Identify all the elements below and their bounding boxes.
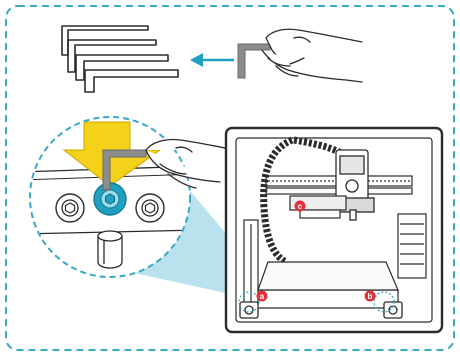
bushing-icon [98,231,122,268]
arrow-left-icon [190,53,234,67]
callout-b: b [365,291,376,302]
callout-a-label: a [260,292,265,301]
callout-b-label: b [368,292,373,301]
build-plate [258,262,398,308]
hand-holding-hex-key-icon [238,29,362,82]
hex-key-set-icon [62,26,178,92]
callout-c: c [295,201,306,212]
side-fan [398,214,426,278]
screw-icon [136,194,164,222]
screw-icon [56,194,84,222]
callout-a: a [257,291,268,302]
left-upright [244,220,258,312]
callout-c-label: c [298,202,303,211]
